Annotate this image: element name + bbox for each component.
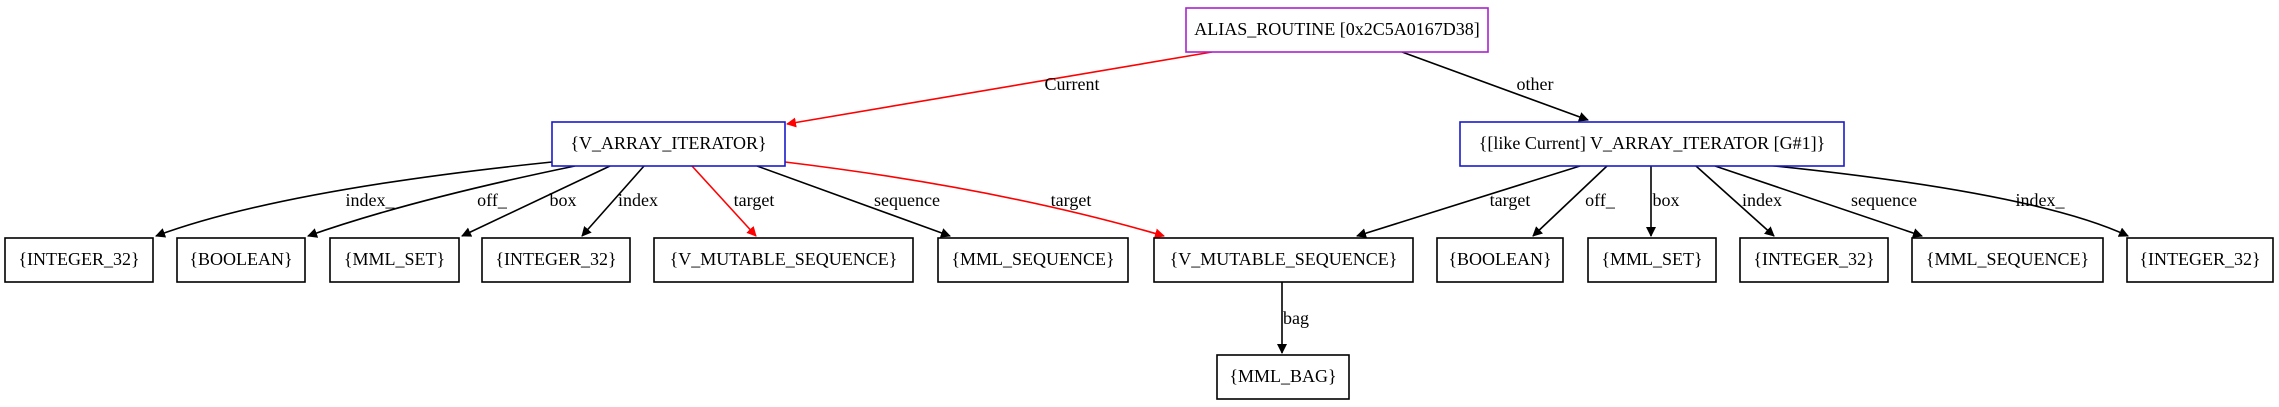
node-label: {INTEGER_32} bbox=[495, 249, 616, 269]
edge-line bbox=[307, 165, 576, 238]
node-mbag: {MML_BAG} bbox=[1216, 354, 1350, 400]
edge-label: box bbox=[1653, 190, 1680, 210]
edge-like-to-int3-index: index bbox=[1695, 165, 1782, 237]
node-root: ALIAS_ROUTINE [0x2C5A0167D38] bbox=[1185, 7, 1489, 53]
node-label: {MML_BAG} bbox=[1229, 366, 1336, 386]
node-vmut2: {V_MUTABLE_SEQUENCE} bbox=[1153, 237, 1414, 283]
edge-line bbox=[691, 165, 757, 237]
edge-line bbox=[155, 161, 553, 238]
node-box bbox=[2126, 237, 2274, 283]
edge-label: box bbox=[550, 190, 577, 210]
edge-line bbox=[1714, 165, 1923, 238]
edge-varr-to-vmut2-target: target bbox=[784, 161, 1165, 239]
node-varr: {V_ARRAY_ITERATOR} bbox=[551, 121, 786, 167]
edge-like-to-mseq2-sequence: sequence bbox=[1714, 165, 1923, 238]
edge-like-to-vmut2-target: target bbox=[1356, 165, 1581, 239]
edge-line bbox=[1695, 165, 1775, 237]
edge-root-to-like-other: other bbox=[1401, 51, 1589, 122]
node-box bbox=[1459, 121, 1845, 167]
edge-line bbox=[1532, 165, 1608, 237]
node-label: {MML_SET} bbox=[344, 249, 445, 269]
edge-varr-to-int2-index: index bbox=[581, 165, 658, 237]
edge-label: index_ bbox=[2016, 190, 2066, 210]
node-label: {INTEGER_32} bbox=[2139, 249, 2260, 269]
edge-like-to-mset2-box: box bbox=[1646, 166, 1680, 237]
edge-label: off_ bbox=[1585, 190, 1616, 210]
node-box bbox=[329, 237, 460, 283]
edge-like-to-int4-index: index_ bbox=[1734, 161, 2129, 237]
node-int4: {INTEGER_32} bbox=[2126, 237, 2274, 283]
nodes-layer: ALIAS_ROUTINE [0x2C5A0167D38] {V_ARRAY_IT… bbox=[4, 7, 2274, 400]
node-label: {INTEGER_32} bbox=[18, 249, 139, 269]
edge-root-to-varr-current: Current bbox=[786, 51, 1213, 128]
edge-label: target bbox=[734, 190, 775, 210]
edge-label: target bbox=[1490, 190, 1531, 210]
edge-line bbox=[1356, 165, 1581, 239]
edge-line bbox=[784, 161, 1165, 239]
edge-label: Current bbox=[1045, 74, 1100, 94]
node-box bbox=[1185, 7, 1489, 53]
edge-label: bag bbox=[1283, 308, 1309, 328]
node-label: {V_MUTABLE_SEQUENCE} bbox=[670, 249, 898, 269]
edge-label: index bbox=[618, 190, 658, 210]
edge-line bbox=[581, 165, 645, 237]
edge-line bbox=[461, 165, 611, 237]
node-label: {BOOLEAN} bbox=[1448, 249, 1551, 269]
node-bool1: {BOOLEAN} bbox=[176, 237, 306, 283]
node-label: {MML_SEQUENCE} bbox=[1926, 249, 2089, 269]
node-box bbox=[481, 237, 631, 283]
node-label: {V_MUTABLE_SEQUENCE} bbox=[1170, 249, 1398, 269]
node-mset2: {MML_SET} bbox=[1587, 237, 1717, 283]
node-vmut1: {V_MUTABLE_SEQUENCE} bbox=[653, 237, 914, 283]
edge-label: index bbox=[1742, 190, 1782, 210]
edge-like-to-bool2-off: off_ bbox=[1532, 165, 1616, 237]
node-box bbox=[4, 237, 154, 283]
node-label: {V_ARRAY_ITERATOR} bbox=[570, 133, 766, 153]
node-box bbox=[653, 237, 914, 283]
edge-label: target bbox=[1051, 190, 1092, 210]
edge-varr-to-vmut1-target: target bbox=[691, 165, 775, 237]
node-label: ALIAS_ROUTINE [0x2C5A0167D38] bbox=[1194, 19, 1479, 39]
edge-varr-to-bool1-off: off_ bbox=[307, 165, 576, 238]
edge-label: sequence bbox=[1851, 190, 1917, 210]
node-box bbox=[1911, 237, 2104, 283]
edges-layer: Current other index_ off_ box index target sequ… bbox=[155, 51, 2129, 354]
node-box bbox=[176, 237, 306, 283]
node-label: {MML_SEQUENCE} bbox=[951, 249, 1114, 269]
node-label: {MML_SET} bbox=[1601, 249, 1702, 269]
node-int3: {INTEGER_32} bbox=[1739, 237, 1889, 283]
node-label: {INTEGER_32} bbox=[1753, 249, 1874, 269]
node-box bbox=[937, 237, 1129, 283]
node-mseq1: {MML_SEQUENCE} bbox=[937, 237, 1129, 283]
edge-line bbox=[756, 165, 951, 238]
edge-label: index_ bbox=[346, 190, 396, 210]
edge-line bbox=[786, 51, 1213, 128]
node-int2: {INTEGER_32} bbox=[481, 237, 631, 283]
node-label: {[like Current] V_ARRAY_ITERATOR [G#1]} bbox=[1479, 133, 1825, 153]
node-int1: {INTEGER_32} bbox=[4, 237, 154, 283]
node-box bbox=[551, 121, 786, 167]
edge-varr-to-mset1-box: box bbox=[461, 165, 611, 237]
edge-label: other bbox=[1517, 74, 1554, 94]
node-label: {BOOLEAN} bbox=[189, 249, 292, 269]
node-box bbox=[1153, 237, 1414, 283]
edge-varr-to-mseq1-sequence: sequence bbox=[756, 165, 951, 238]
node-mset1: {MML_SET} bbox=[329, 237, 460, 283]
node-like: {[like Current] V_ARRAY_ITERATOR [G#1]} bbox=[1459, 121, 1845, 167]
edge-line bbox=[1401, 51, 1589, 122]
node-mseq2: {MML_SEQUENCE} bbox=[1911, 237, 2104, 283]
node-bool2: {BOOLEAN} bbox=[1436, 237, 1564, 283]
node-box bbox=[1216, 354, 1350, 400]
node-box bbox=[1739, 237, 1889, 283]
edge-label: sequence bbox=[874, 190, 940, 210]
edge-line bbox=[1734, 161, 2129, 237]
node-box bbox=[1436, 237, 1564, 283]
edge-vmut2-to-mbag-bag: bag bbox=[1277, 282, 1309, 354]
edge-label: off_ bbox=[477, 190, 508, 210]
node-box bbox=[1587, 237, 1717, 283]
edge-varr-to-int1-index: index_ bbox=[155, 161, 553, 238]
